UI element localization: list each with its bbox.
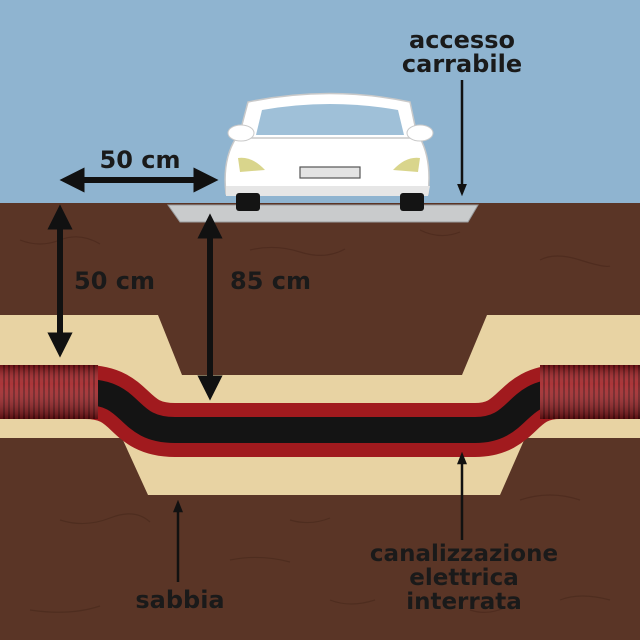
- conduit-label-line3: interrata: [406, 589, 522, 615]
- conduit-label-line1: canalizzazione: [370, 541, 558, 567]
- soil-texture: [19, 229, 611, 613]
- conduit-icon: [0, 365, 640, 457]
- access-label-line1: accesso: [409, 26, 515, 54]
- driveway-slab: [167, 204, 479, 223]
- conduit-label-line2: elettrica: [409, 565, 518, 591]
- depth-label-left: 50 cm: [74, 267, 155, 295]
- depth-label-center: 85 cm: [230, 267, 311, 295]
- car-icon: [224, 92, 434, 211]
- sand-label: sabbia: [135, 586, 224, 614]
- width-dimension-label: 50 cm: [100, 146, 181, 174]
- access-label-line2: carrabile: [402, 50, 522, 78]
